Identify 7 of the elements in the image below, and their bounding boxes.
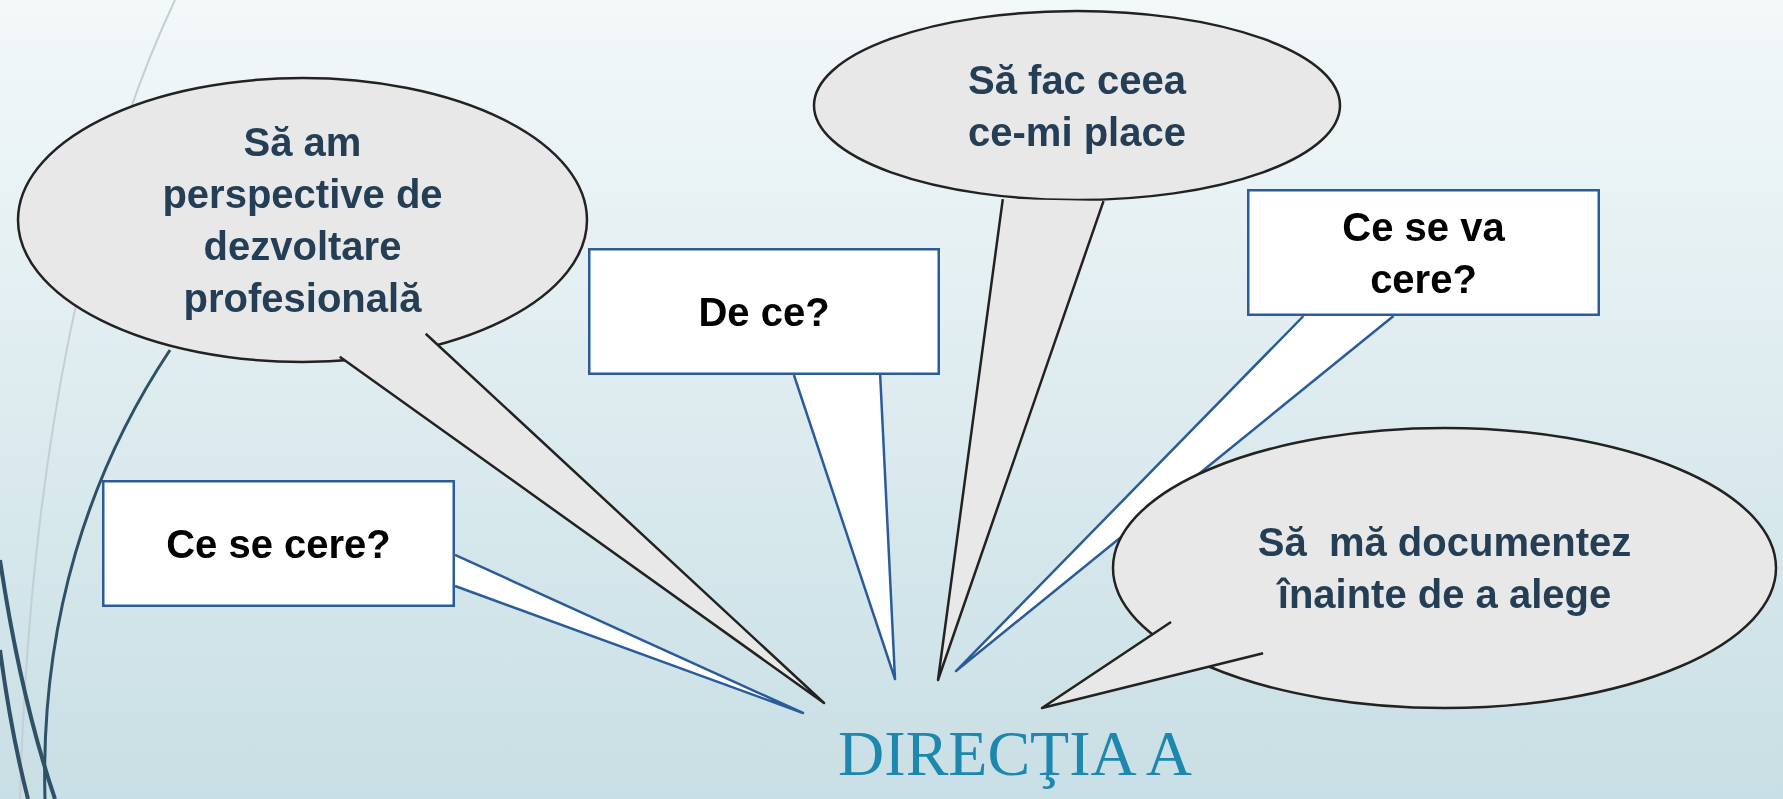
callout-text: Să mă documentez înainte de a alege bbox=[1256, 519, 1633, 618]
callout-text: De ce? bbox=[698, 288, 830, 336]
callout-text: Ce se cere? bbox=[166, 520, 391, 568]
callout-text: Să fac ceea ce-mi place bbox=[967, 56, 1188, 156]
callout-text: Să am perspective de dezvoltare profesională bbox=[161, 119, 444, 322]
callout-text: Ce se va cere? bbox=[1341, 203, 1506, 303]
heading-text: DIRECŢIA A bbox=[837, 717, 1193, 791]
